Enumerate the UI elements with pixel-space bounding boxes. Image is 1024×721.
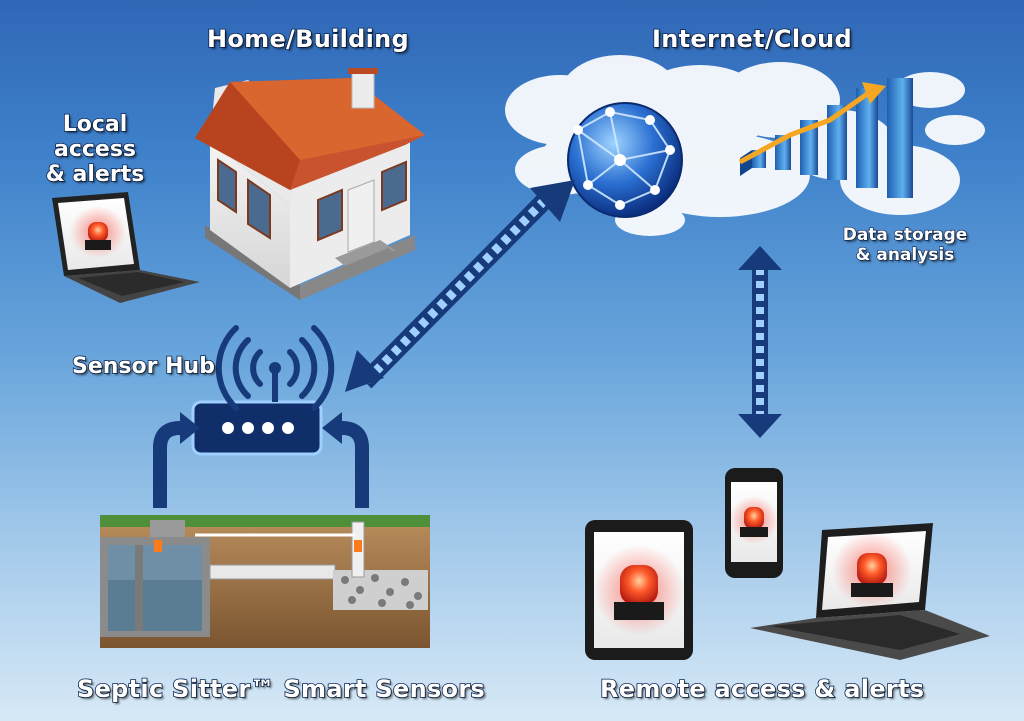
house-icon: [195, 68, 425, 300]
alarm-beacon-icon: [594, 545, 684, 635]
cloud-remote-arrow: [738, 246, 782, 438]
laptop-icon: [52, 192, 200, 303]
sensor-hub-label: Sensor Hub: [71, 353, 216, 380]
septic-sensors-label: Septic Sitter™ Smart Sensors: [76, 674, 486, 704]
alarm-beacon-icon: [70, 206, 126, 258]
home-building-label: Home/Building: [206, 24, 410, 54]
smartphone-icon: [725, 468, 783, 578]
wifi-signal-icon: [215, 325, 335, 411]
remote-access-label: Remote access & alerts: [599, 674, 925, 704]
laptop-icon: [750, 523, 990, 660]
internet-cloud-label: Internet/Cloud: [651, 24, 852, 54]
globe-icon: [567, 102, 683, 218]
hub-cloud-arrow: [345, 180, 575, 392]
sensor-feed-arrowhead-left: [180, 412, 200, 444]
sensor-feed-arrow-right: [337, 421, 369, 508]
bar-chart-icon: [738, 78, 913, 198]
data-storage-line-2: & analysis: [855, 244, 955, 265]
tablet-icon: [585, 520, 693, 660]
local-access-line-2: access: [53, 136, 137, 163]
sensor-feed-arrowhead-right: [322, 412, 342, 444]
data-storage-line-1: Data storage: [842, 224, 968, 245]
local-access-label: Local access & alerts: [40, 111, 150, 188]
sensor-feed-arrow-left: [153, 421, 185, 508]
septic-tank-icon: [100, 515, 430, 648]
local-access-line-3: & alerts: [45, 161, 145, 188]
router-icon: [191, 400, 323, 456]
local-access-line-1: Local: [62, 111, 128, 138]
data-storage-label: Data storage & analysis: [830, 224, 980, 265]
alarm-beacon-icon: [730, 496, 778, 544]
alarm-beacon-icon: [832, 532, 912, 608]
